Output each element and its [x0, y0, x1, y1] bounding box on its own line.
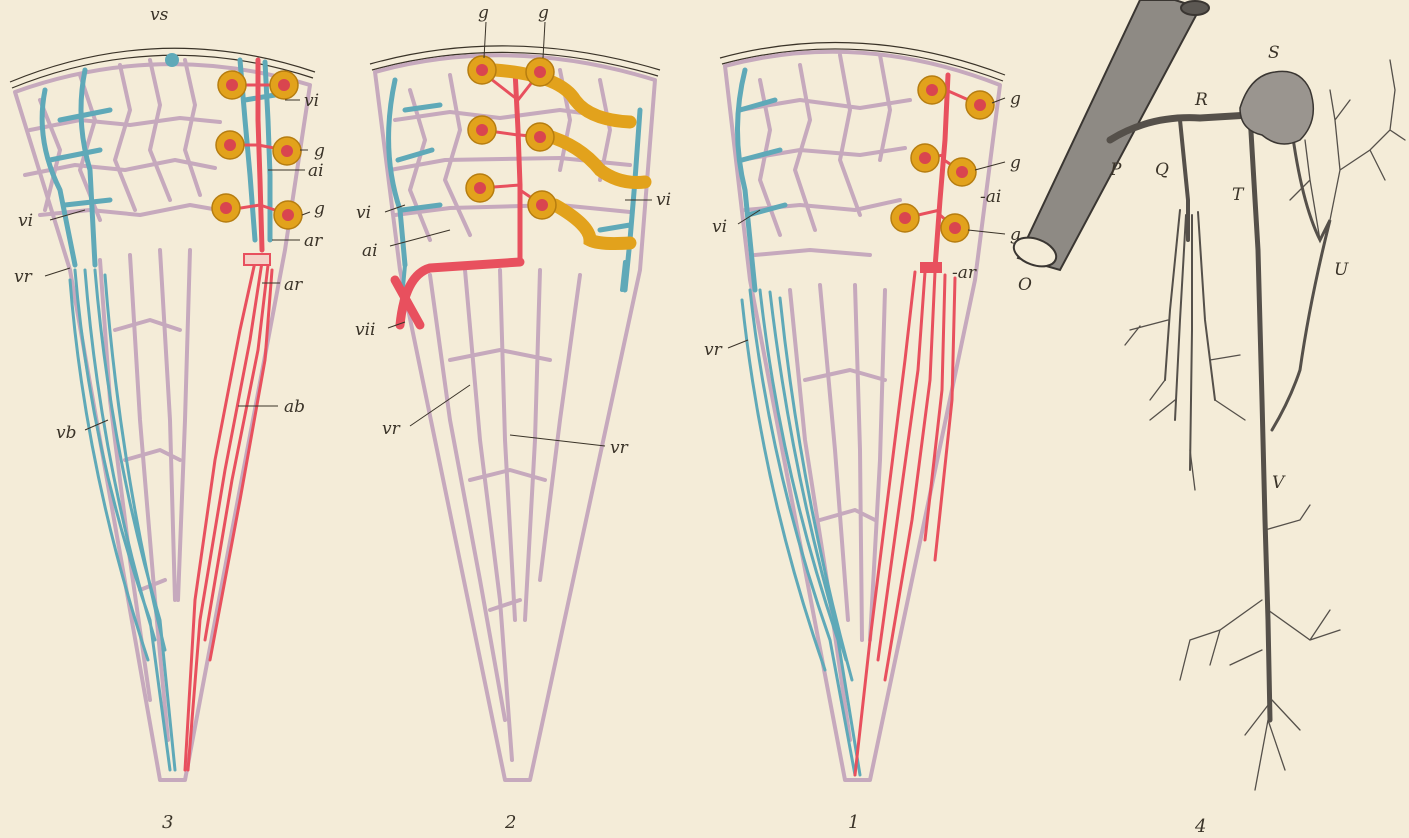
label-vr: vr [14, 267, 33, 287]
aorta-vessel [1010, 0, 1209, 272]
label-g: g [538, 3, 549, 23]
label-g: g [1010, 153, 1021, 173]
artery-cut-end [920, 262, 942, 273]
figure-1: g g -ai vi g -ar vr 1 [704, 42, 1021, 833]
figure-number: 1 [848, 812, 859, 833]
label-R: R [1194, 90, 1208, 110]
label-vr: vr [382, 419, 401, 439]
label-vs: vs [150, 5, 169, 25]
label-vb: vb [56, 423, 77, 443]
label-g: g [314, 141, 325, 161]
label-ar: ar [304, 231, 323, 251]
label-S: S [1268, 43, 1280, 63]
label-g: g [1010, 89, 1021, 109]
label-ai: ai [362, 241, 378, 261]
venous-vessels [42, 53, 275, 770]
label-g: g [478, 3, 489, 23]
label-ar: ar [284, 275, 303, 295]
label-vi: vi [356, 203, 371, 223]
capillary-network [15, 60, 310, 780]
figure-number: 3 [162, 812, 173, 833]
label-ai: ai [308, 161, 324, 181]
label-Q: Q [1155, 160, 1169, 180]
label-vii: vii [355, 320, 375, 340]
label-T: T [1232, 185, 1245, 205]
figure-number: 4 [1194, 816, 1206, 837]
label-ai: -ai [980, 187, 1001, 207]
vein-cross-section [165, 53, 179, 67]
label-vi: vi [656, 190, 671, 210]
label-ab: ab [284, 397, 305, 417]
label-vi: vi [712, 217, 727, 237]
figure-1-labels: g g -ai vi g -ar vr 1 [704, 89, 1021, 833]
label-U: U [1334, 260, 1349, 280]
label-vr: vr [704, 340, 723, 360]
figure-3: vs vi g ai g vi ar vr ar ab vb 3 [10, 5, 325, 833]
figure-4: S R P Q T U O V 4 [1010, 0, 1405, 837]
glomeruli [466, 56, 556, 219]
label-O: O [1018, 275, 1032, 295]
figure-number: 2 [504, 812, 516, 833]
label-vi: vi [18, 211, 33, 231]
figure-2: g g vi vi ai vii vr vr 2 [355, 3, 671, 833]
label-vi: vi [304, 91, 319, 111]
capillary-network [375, 55, 655, 780]
label-P: P [1109, 160, 1122, 180]
label-V: V [1272, 473, 1286, 493]
label-ar: -ar [952, 263, 977, 283]
label-vr: vr [610, 438, 629, 458]
artery-cut-end [244, 254, 270, 265]
label-g: g [314, 199, 325, 219]
